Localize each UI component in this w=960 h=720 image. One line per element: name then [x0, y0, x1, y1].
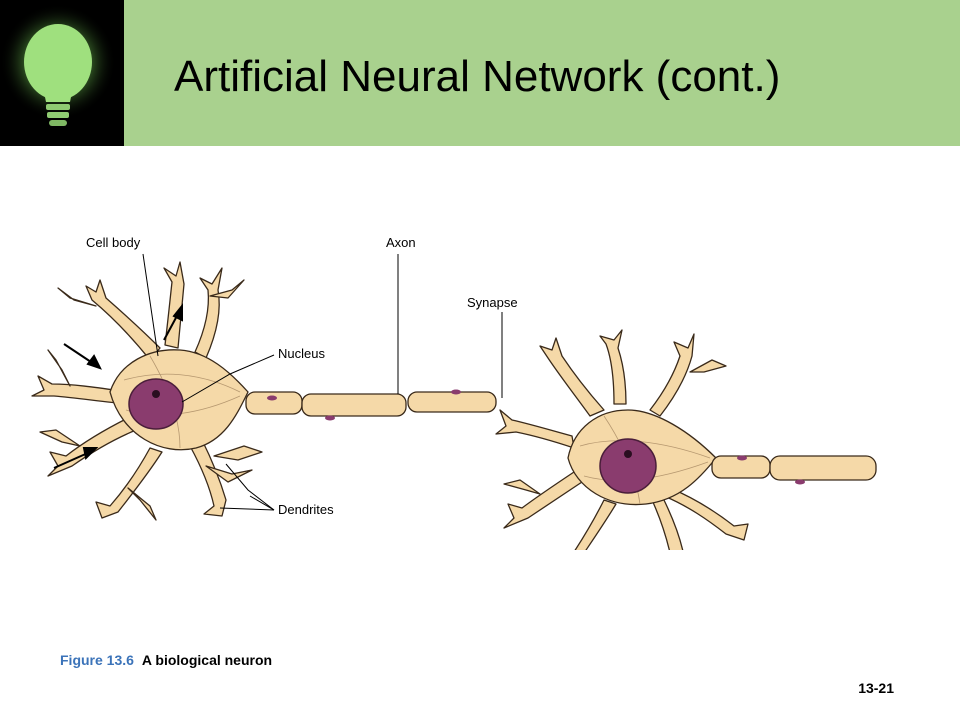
- slide-header: Artificial Neural Network (cont.): [0, 0, 960, 146]
- slide-number: 13-21: [858, 680, 894, 696]
- label-cell-body: Cell body: [86, 235, 141, 250]
- right-axon: [711, 455, 877, 481]
- right-nucleus: [599, 438, 657, 494]
- leader-lines: [142, 253, 503, 511]
- neuron-diagram: Cell body Axon Synapse Nucleus Dendrites: [31, 235, 877, 550]
- left-axon: [245, 391, 497, 417]
- caption-text: A biological neuron: [141, 652, 273, 668]
- figure-caption: Figure 13.6 A biological neuron: [60, 652, 272, 668]
- signal-arrows: [53, 303, 183, 469]
- label-nucleus: Nucleus: [278, 346, 325, 361]
- slide-title: Artificial Neural Network (cont.): [174, 52, 781, 101]
- figure-number: Figure 13.6: [60, 652, 134, 668]
- label-dendrites: Dendrites: [278, 502, 334, 517]
- right-neuron-dendrites: [495, 329, 749, 550]
- label-synapse: Synapse: [467, 295, 518, 310]
- lightbulb-logo-icon: [0, 0, 124, 146]
- label-axon: Axon: [386, 235, 416, 250]
- left-nucleus: [128, 378, 184, 430]
